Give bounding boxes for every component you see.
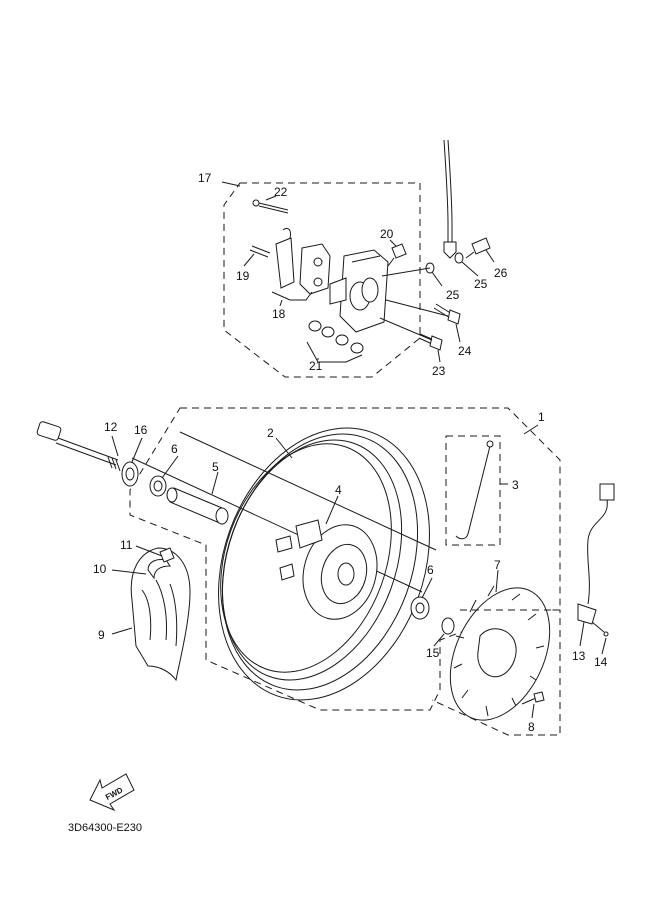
callout-6-left: 6 bbox=[171, 442, 178, 456]
brake-disc bbox=[449, 585, 551, 721]
callout-3: 3 bbox=[512, 478, 519, 492]
bearing-left bbox=[149, 475, 167, 497]
leader-lines bbox=[111, 181, 607, 719]
bearing-right bbox=[410, 596, 430, 620]
piston-seal-set bbox=[306, 320, 364, 363]
callout-12: 12 bbox=[104, 420, 118, 434]
spoke bbox=[455, 440, 494, 540]
front-axle bbox=[36, 421, 121, 472]
callout-8: 8 bbox=[528, 720, 535, 734]
callout-17: 17 bbox=[198, 171, 212, 185]
callout-2: 2 bbox=[267, 426, 274, 440]
callout-9: 9 bbox=[98, 628, 105, 642]
callout-labels: 1 2 3 4 5 6 6 7 8 9 10 11 12 13 14 15 16… bbox=[93, 171, 608, 734]
callout-6-right: 6 bbox=[427, 563, 434, 577]
tire bbox=[130, 547, 191, 682]
callout-25-right: 25 bbox=[474, 277, 488, 291]
callout-7: 7 bbox=[494, 558, 501, 572]
callout-24: 24 bbox=[458, 344, 472, 358]
callout-13: 13 bbox=[572, 649, 586, 663]
callout-4: 4 bbox=[335, 483, 342, 497]
caliper-group-frame bbox=[223, 182, 421, 378]
caliper-body bbox=[329, 249, 389, 333]
rim-band bbox=[147, 559, 171, 580]
callout-15: 15 bbox=[426, 646, 440, 660]
callout-25-left: 25 bbox=[446, 288, 460, 302]
caliper-bolt-lower bbox=[418, 333, 443, 351]
pad-pin bbox=[252, 199, 289, 214]
diagram-code: 3D64300-E230 bbox=[68, 822, 142, 834]
wheel-hub bbox=[275, 519, 378, 620]
callout-16: 16 bbox=[134, 423, 148, 437]
spoke-set-frame bbox=[445, 435, 501, 546]
pad-clip bbox=[249, 245, 271, 258]
wheel-rim bbox=[218, 427, 430, 701]
caliper-bolt-upper bbox=[433, 303, 461, 325]
fwd-direction-arrow: FWD bbox=[89, 773, 135, 812]
bleed-screw bbox=[387, 243, 407, 267]
union-washers bbox=[425, 252, 464, 274]
brake-pad bbox=[271, 227, 331, 301]
callout-23: 23 bbox=[432, 364, 446, 378]
side-collar-right bbox=[441, 617, 455, 635]
callout-14: 14 bbox=[594, 655, 608, 669]
disc-bolt bbox=[521, 691, 545, 705]
caliper-assembly-line bbox=[379, 267, 449, 341]
callout-22: 22 bbox=[274, 185, 288, 199]
callout-10: 10 bbox=[93, 562, 107, 576]
callout-19: 19 bbox=[236, 269, 250, 283]
disc-group-frame bbox=[431, 609, 561, 736]
union-bolt bbox=[465, 237, 491, 259]
wheel-group-frame bbox=[129, 407, 561, 711]
callout-21: 21 bbox=[309, 359, 323, 373]
callout-20: 20 bbox=[380, 227, 394, 241]
callout-26: 26 bbox=[494, 266, 508, 280]
speed-sensor-cable bbox=[577, 483, 615, 637]
callout-5: 5 bbox=[212, 460, 219, 474]
oil-seal-left bbox=[121, 461, 139, 487]
callout-18: 18 bbox=[272, 307, 286, 321]
callout-1: 1 bbox=[538, 410, 545, 424]
tube-valve bbox=[159, 547, 175, 563]
hub-collar bbox=[166, 487, 229, 525]
callout-11: 11 bbox=[120, 538, 133, 552]
brake-hose bbox=[443, 139, 457, 259]
